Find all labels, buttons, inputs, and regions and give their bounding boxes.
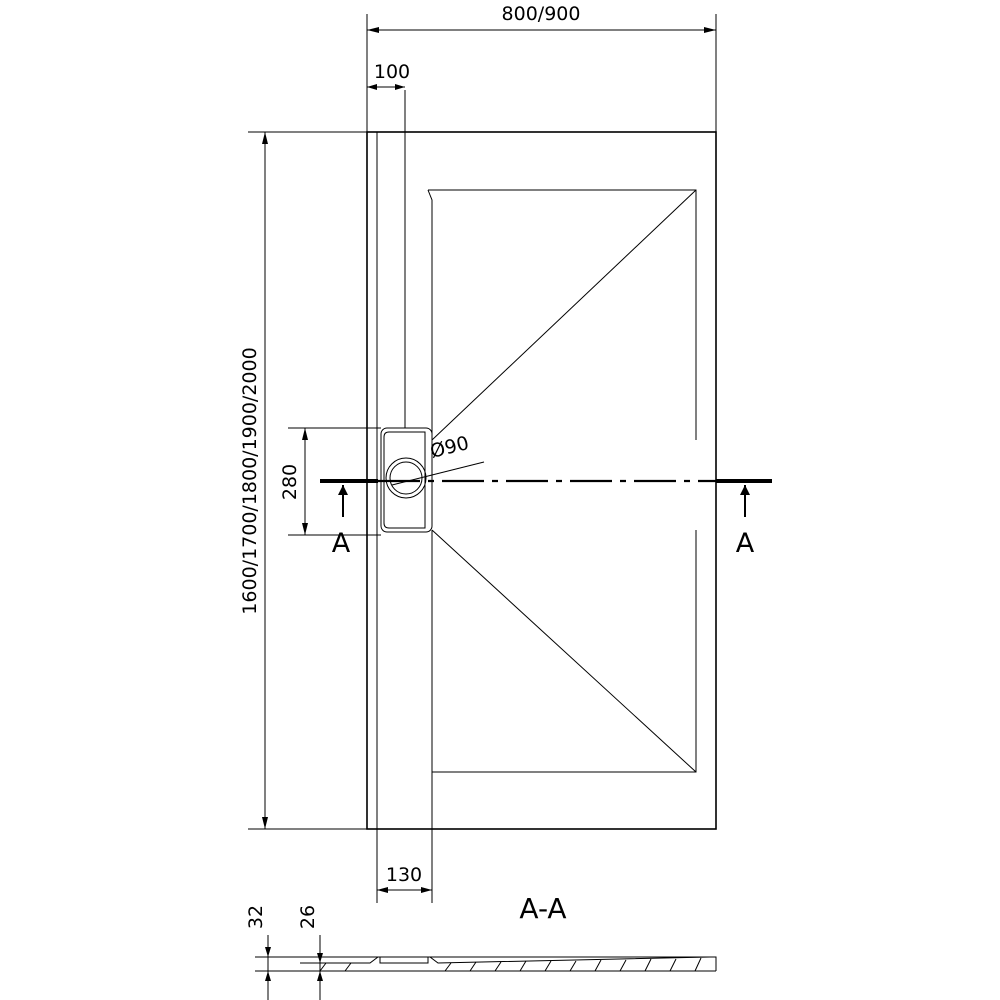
edge-height-arrow-top (317, 953, 323, 963)
drain-diameter-label: Ø90 (428, 432, 471, 463)
dimension-gutter-width: 100 (367, 61, 410, 90)
gutter-arrow-right (395, 84, 405, 90)
section-cut-line: A A (320, 479, 772, 559)
dimension-length: 1600/1700/1800/1900/2000 (239, 131, 367, 830)
drain-offset-label: 130 (386, 864, 422, 886)
section-top-surface (300, 956, 717, 971)
dimension-drain-diameter: Ø90 (391, 432, 485, 486)
section-hatching (319, 957, 702, 972)
lower-panel-outline (431, 530, 697, 773)
drain-inner-ring (389, 461, 423, 495)
gutter-arrow-left (367, 84, 377, 90)
length-label: 1600/1700/1800/1900/2000 (239, 347, 261, 614)
drain-diameter-leader (391, 461, 485, 486)
offset-arrow-left (377, 887, 388, 893)
total-height-label: 32 (245, 905, 267, 929)
edge-height-label: 26 (297, 905, 319, 929)
total-height-arrow-bottom (265, 971, 271, 981)
width-arrow-left (367, 27, 379, 33)
section-view: 32 26 (245, 905, 717, 1000)
total-height-arrow-top (265, 947, 271, 957)
dimension-drain-zone: 280 (279, 427, 381, 536)
section-arrowhead-right (740, 485, 750, 495)
length-arrow-top (262, 132, 268, 144)
section-drain (379, 956, 429, 964)
section-marker-left: A (332, 528, 351, 559)
dimension-width: 800/900 (366, 3, 717, 132)
section-title: A-A (519, 892, 566, 925)
tray-plan-view (366, 90, 717, 830)
section-marker-right: A (736, 528, 755, 559)
upper-panel-diagonal (431, 189, 697, 441)
edge-height-arrow-bottom (317, 971, 323, 981)
drain-zone-arrow-top (302, 428, 308, 440)
drain-zone-label: 280 (279, 464, 301, 500)
drain-zone-arrow-bottom (302, 523, 308, 535)
offset-arrow-right (421, 887, 432, 893)
drain-recess-inner (383, 431, 426, 529)
lower-panel-diagonal (431, 529, 697, 773)
dimension-drain-offset: 130 (376, 829, 433, 903)
width-label: 800/900 (502, 3, 581, 25)
gutter-width-label: 100 (374, 61, 410, 83)
length-arrow-bottom (262, 817, 268, 829)
drain-outer-ring (385, 457, 427, 499)
section-arrowhead-left (338, 485, 348, 495)
width-arrow-right (704, 27, 716, 33)
